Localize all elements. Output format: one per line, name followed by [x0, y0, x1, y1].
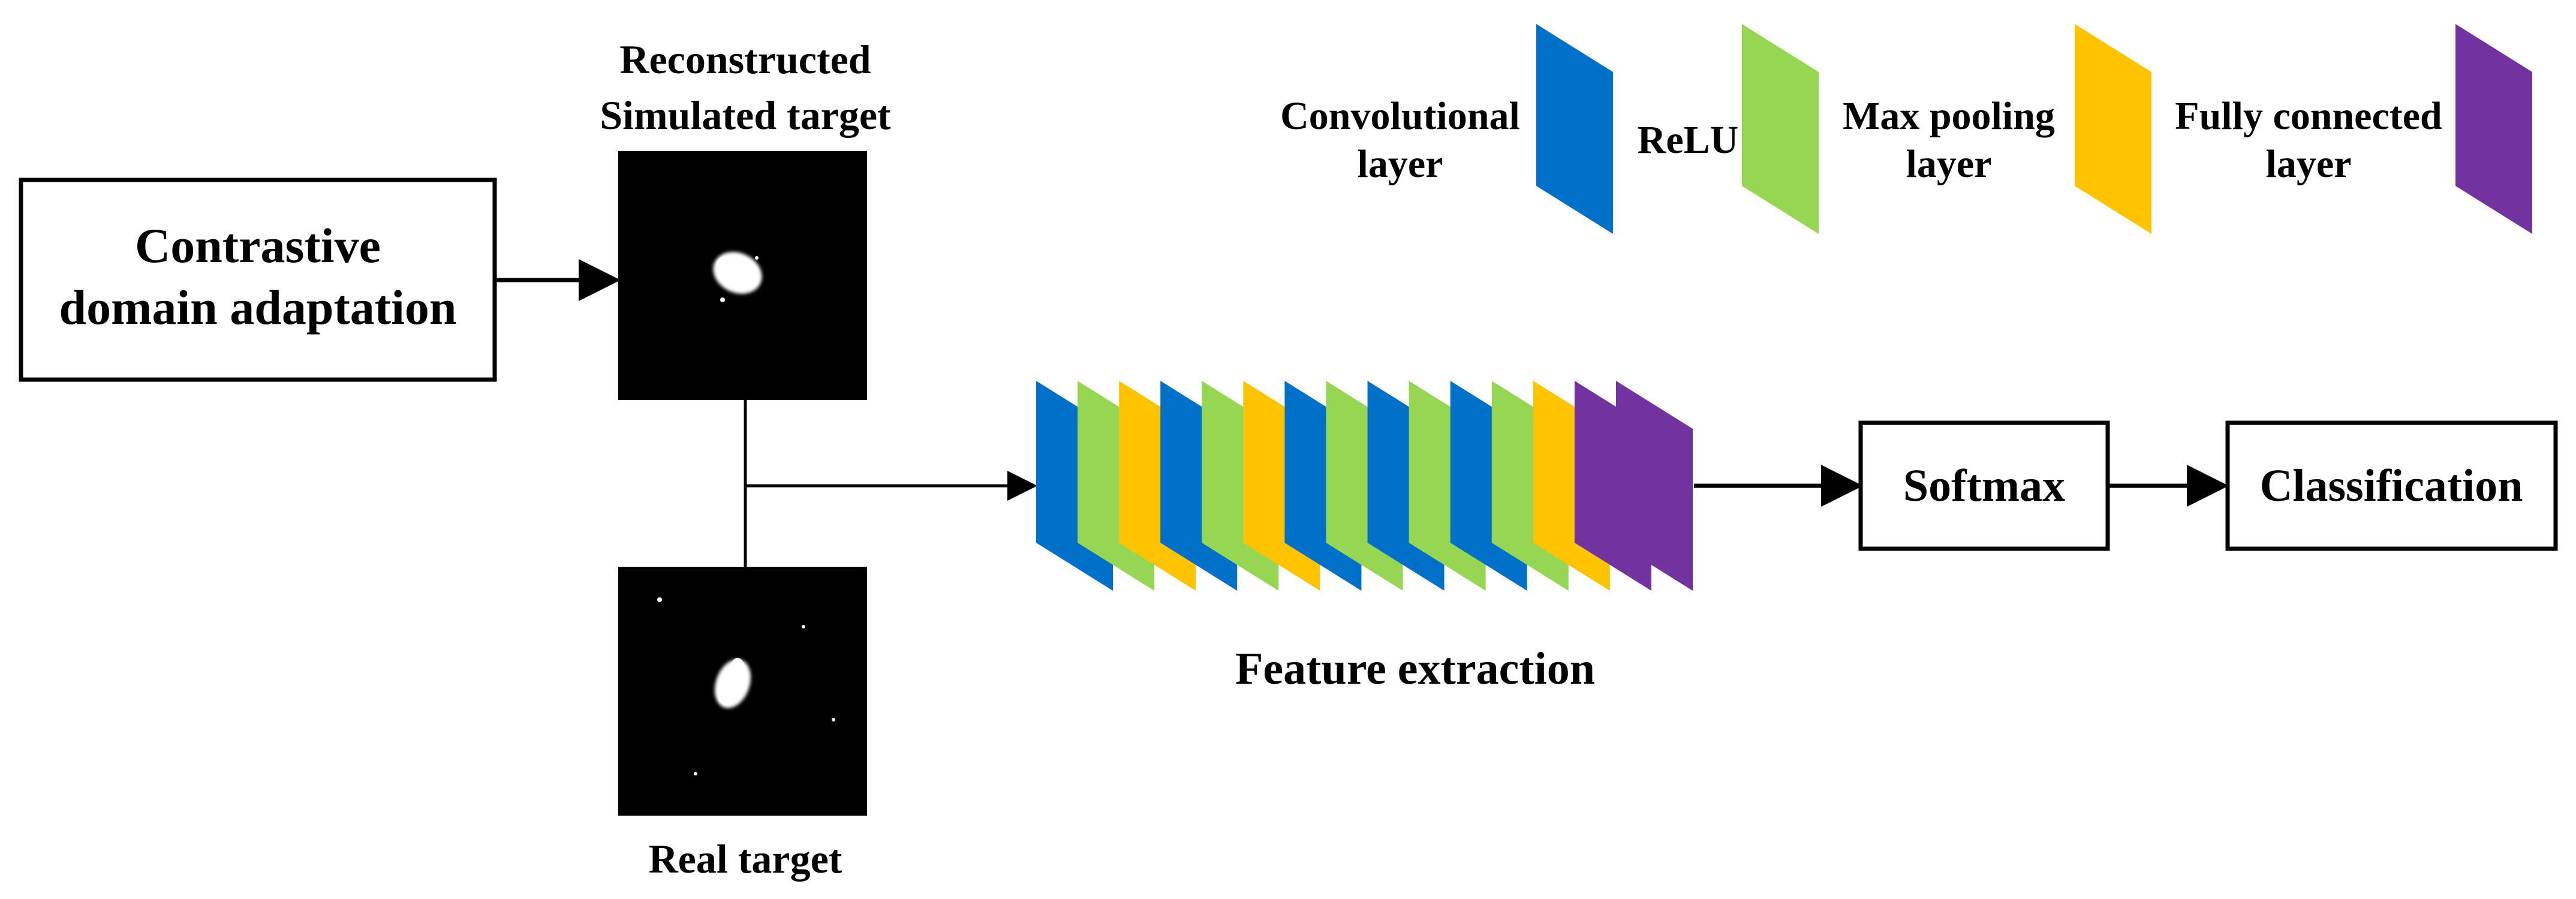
domain-adaptation-label-line2: domain adaptation [59, 280, 456, 335]
real-target-label: Real target [649, 836, 842, 882]
legend-max-pooling-label-line2: layer [1906, 142, 1992, 186]
legend-relu-label: ReLU [1638, 118, 1739, 162]
legend-convolutional-label-line2: layer [1358, 142, 1443, 186]
domain-adaptation-box: Contrastive domain adaptation [19, 178, 497, 382]
simulated-target-blob [713, 252, 762, 302]
real-target: Real target [618, 567, 867, 882]
softmax-box: Softmax [1858, 420, 2110, 551]
legend-max-pooling-swatch [2075, 24, 2151, 234]
legend-max-pooling-label-line1: Max pooling [1843, 94, 2055, 138]
legend-convolutional-label-line1: Convolutional [1280, 94, 1520, 138]
classification-label: Classification [2259, 461, 2523, 511]
feature-extraction-layers [1036, 381, 1693, 591]
classification-box: Classification [2225, 420, 2558, 551]
legend-fully-connected-label-line1: Fully connected [2175, 94, 2442, 138]
domain-adaptation-label-line1: Contrastive [135, 218, 381, 273]
legend-fully-connected-label-line2: layer [2266, 142, 2352, 186]
legend-convolutional-swatch [1536, 24, 1613, 234]
layer-fully-connected-15 [1616, 381, 1693, 591]
simulated-target: Reconstructed Simulated target [600, 37, 891, 400]
legend-fully-connected-swatch [2455, 24, 2532, 234]
real-target-blob [657, 597, 835, 775]
legend-relu-swatch [1742, 24, 1819, 234]
simulated-target-label-line2: Simulated target [600, 92, 891, 138]
legend: Convolutional layer ReLU Max pooling lay… [1280, 24, 2532, 234]
softmax-label: Softmax [1903, 461, 2065, 511]
simulated-target-label-line1: Reconstructed [619, 37, 871, 82]
feature-extraction-label: Feature extraction [1235, 644, 1595, 694]
